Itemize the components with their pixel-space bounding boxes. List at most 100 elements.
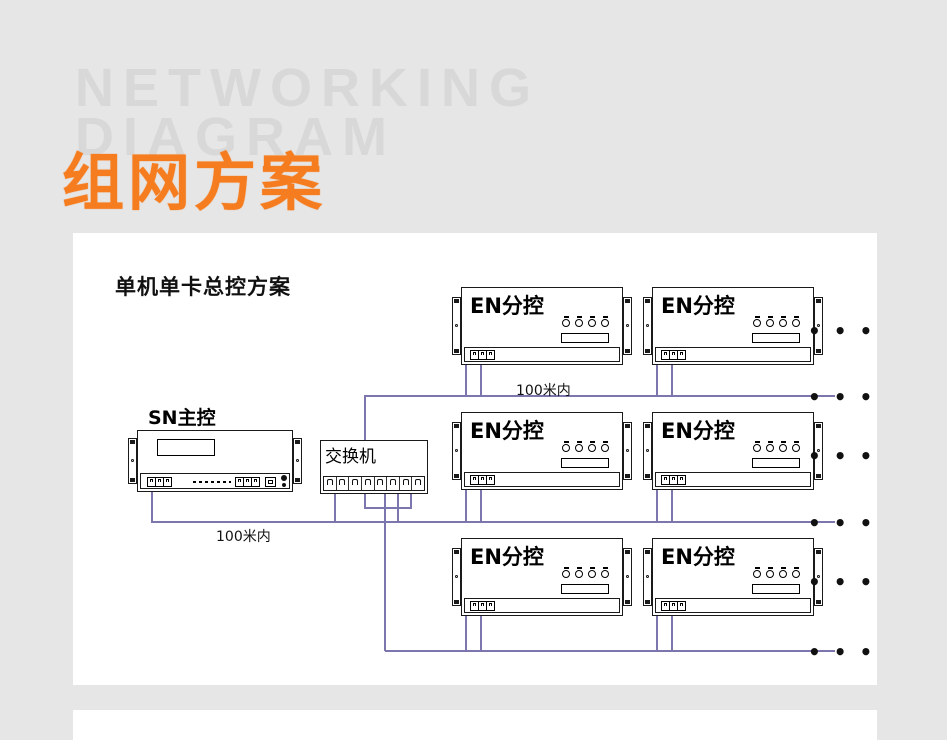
en1-ear-right-hole: [626, 324, 629, 327]
en6-display-screen: [752, 584, 800, 594]
en2-label: EN分控: [661, 294, 735, 318]
en3-ear-left-hole: [455, 449, 458, 452]
sn-knob-upper[interactable]: [281, 475, 287, 481]
en3-ethernet-port[interactable]: [470, 475, 495, 485]
switch-port-7: [400, 477, 413, 490]
sn-ethernet-port-right[interactable]: [235, 476, 260, 487]
en4-ear-left: [643, 422, 652, 480]
sn-port-bar: [140, 473, 290, 489]
en3-led-2: [575, 441, 583, 452]
en5-ear-left: [452, 548, 461, 606]
en1-ear-right-tab-bottom: [625, 349, 630, 353]
en2-ear-right: [814, 297, 823, 355]
sn-knob-lower[interactable]: [282, 483, 286, 487]
en3-ear-right-tab-bottom: [625, 474, 630, 478]
en5-led-2: [575, 567, 583, 578]
sn-display-screen: [157, 439, 215, 456]
ellipsis-row1-wire: • • •: [808, 385, 876, 409]
en2-ear-right-hole: [817, 324, 820, 327]
en5-label: EN分控: [470, 545, 544, 569]
switch-port-5: [375, 477, 388, 490]
en5-ear-right-tab-top: [625, 550, 630, 554]
en1-label: EN分控: [470, 294, 544, 318]
ellipsis-row3-device: • • •: [808, 570, 876, 594]
en2-ear-right-tab-top: [816, 299, 821, 303]
en3-label: EN分控: [470, 419, 544, 443]
en6-ear-left-tab-top: [645, 550, 650, 554]
sn-ear-left-tab-top: [130, 440, 135, 444]
en1-ear-right-tab-top: [625, 299, 630, 303]
en1-ear-right: [623, 297, 632, 355]
sn-ear-left-hole: [131, 459, 134, 462]
sn-aux-port[interactable]: [265, 476, 276, 487]
sn-master-controller[interactable]: [128, 430, 302, 492]
en1-ear-left-tab-bottom: [454, 349, 459, 353]
en6-led-2: [766, 567, 774, 578]
en4-ear-right-hole: [817, 449, 820, 452]
en1-display-screen: [561, 333, 609, 343]
en2-led-4: [792, 316, 800, 327]
en2-led-2: [766, 316, 774, 327]
en5-ear-right-hole: [626, 575, 629, 578]
en5-ethernet-port[interactable]: [470, 601, 495, 611]
en-sub-controller-2[interactable]: EN分控: [643, 287, 823, 365]
next-panel: [73, 710, 877, 740]
switch-port-row[interactable]: [323, 476, 425, 491]
en1-led-2: [575, 316, 583, 327]
en-sub-controller-5[interactable]: EN分控: [452, 538, 632, 616]
en3-port-bar: [464, 472, 620, 487]
en3-indicator-group: [562, 441, 609, 452]
en-sub-controller-1[interactable]: EN分控: [452, 287, 632, 365]
en2-ear-left-tab-bottom: [645, 349, 650, 353]
en6-led-3: [779, 567, 787, 578]
en4-ethernet-port[interactable]: [661, 475, 686, 485]
sn-master-label: SN主控: [148, 407, 216, 429]
page-title: 组网方案: [62, 146, 327, 219]
en1-ear-left-tab-top: [454, 299, 459, 303]
en-sub-controller-3[interactable]: EN分控: [452, 412, 632, 490]
watermark-line-2: DIAGRAM: [75, 107, 396, 167]
en3-display-screen: [561, 458, 609, 468]
en2-port-bar: [655, 347, 811, 362]
sn-ear-right-hole: [296, 459, 299, 462]
en1-indicator-group: [562, 316, 609, 327]
en4-led-1: [753, 441, 761, 452]
slide-root: NETWORKING DIAGRAM 组网方案 单机单卡总控方案: [62, 58, 877, 740]
en6-label: EN分控: [661, 545, 735, 569]
en-sub-controller-6[interactable]: EN分控: [643, 538, 823, 616]
switch-port-3: [349, 477, 362, 490]
en3-ear-left: [452, 422, 461, 480]
en2-ethernet-port[interactable]: [661, 350, 686, 360]
sn-ear-left-tab-bottom: [130, 478, 135, 482]
sn-vent-slots: [193, 481, 231, 483]
en6-ear-left: [643, 548, 652, 606]
en1-ethernet-port[interactable]: [470, 350, 495, 360]
sn-ethernet-port-left[interactable]: [147, 476, 172, 487]
en6-ethernet-port[interactable]: [661, 601, 686, 611]
en4-ear-right: [814, 422, 823, 480]
en1-port-bar: [464, 347, 620, 362]
en6-ear-right-hole: [817, 575, 820, 578]
en6-ear-left-hole: [646, 575, 649, 578]
en4-led-4: [792, 441, 800, 452]
watermark-line-1: NETWORKING: [75, 58, 540, 118]
en5-ear-left-hole: [455, 575, 458, 578]
en4-ear-left-tab-bottom: [645, 474, 650, 478]
en2-led-3: [779, 316, 787, 327]
en4-ear-right-tab-top: [816, 424, 821, 428]
en3-led-1: [562, 441, 570, 452]
en2-ear-left-tab-top: [645, 299, 650, 303]
network-switch[interactable]: 交换机: [320, 440, 428, 494]
en4-led-3: [779, 441, 787, 452]
ellipsis-row2-device: • • •: [808, 444, 876, 468]
en5-port-bar: [464, 598, 620, 613]
en5-ear-right-tab-bottom: [625, 600, 630, 604]
sn-ear-right: [293, 438, 302, 484]
en6-ear-right-tab-top: [816, 550, 821, 554]
switch-label: 交换机: [325, 447, 376, 467]
sn-ear-left: [128, 438, 137, 484]
en5-led-1: [562, 567, 570, 578]
en2-led-1: [753, 316, 761, 327]
switch-port-6: [387, 477, 400, 490]
en-sub-controller-4[interactable]: EN分控: [643, 412, 823, 490]
